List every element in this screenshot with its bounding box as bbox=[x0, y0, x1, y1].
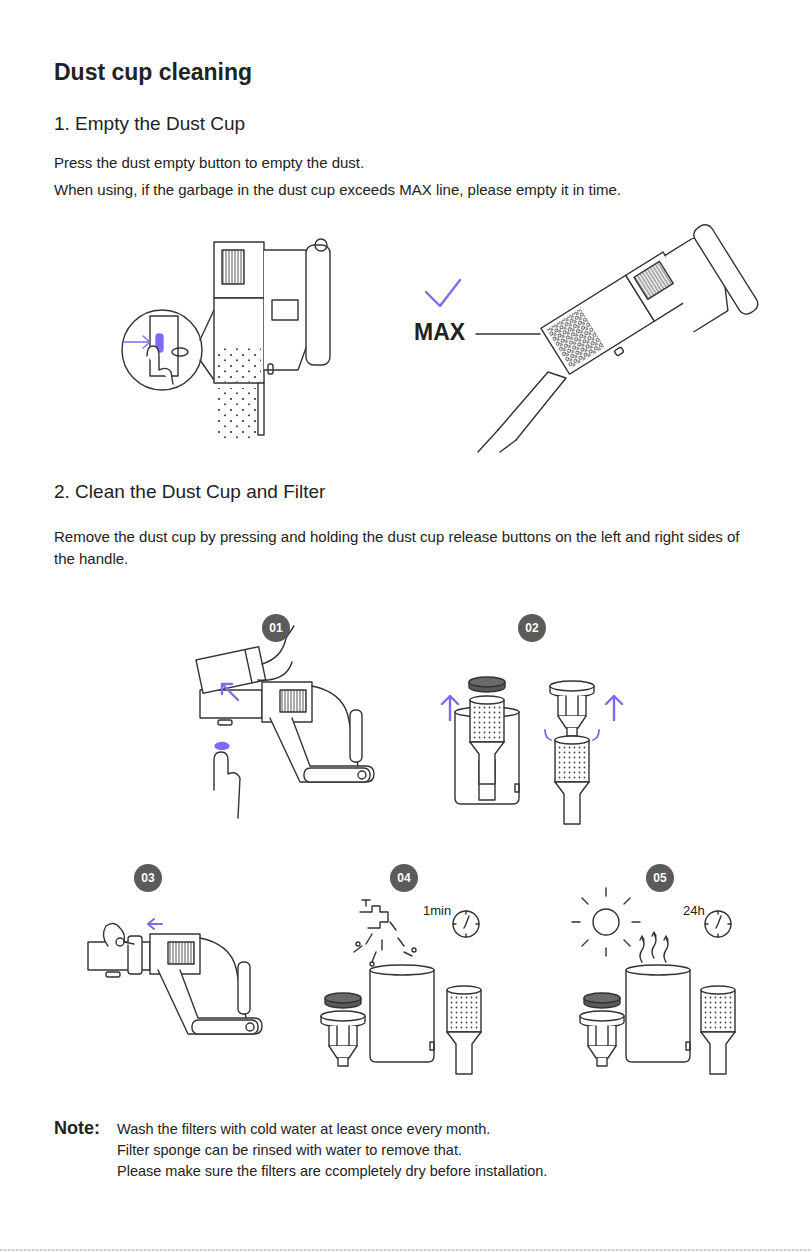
max-label: MAX bbox=[414, 318, 465, 348]
step-number-circle: 03 bbox=[134, 864, 162, 892]
time-label: 1min bbox=[423, 903, 451, 920]
step-number-circle: 05 bbox=[646, 864, 674, 892]
step-04-figure bbox=[321, 900, 481, 1074]
step-number: 03 bbox=[141, 871, 154, 885]
body-text: Press the dust empty button to empty the… bbox=[54, 153, 364, 173]
step-03-figure bbox=[88, 919, 262, 1034]
note-heading: Note: bbox=[54, 1117, 100, 1140]
note-text: Wash the filters with cold water at leas… bbox=[117, 1120, 490, 1139]
step-number-circle: 02 bbox=[518, 614, 546, 642]
section-heading: 1. Empty the Dust Cup bbox=[54, 112, 245, 137]
step-05-figure bbox=[572, 888, 735, 1074]
body-text: Remove the dust cup by pressing and hold… bbox=[54, 526, 754, 570]
step-number: 02 bbox=[525, 621, 538, 635]
step-number: 01 bbox=[269, 621, 282, 635]
note-text: Please make sure the filters are ccomple… bbox=[117, 1162, 547, 1181]
body-text: When using, if the garbage in the dust c… bbox=[54, 180, 621, 200]
step-number-circle: 04 bbox=[390, 864, 418, 892]
max-line-figure bbox=[426, 222, 761, 452]
page-edge bbox=[0, 1250, 812, 1251]
step-number: 05 bbox=[653, 871, 666, 885]
step-02-figure bbox=[442, 677, 622, 824]
step-number: 04 bbox=[397, 871, 410, 885]
page-title: Dust cup cleaning bbox=[54, 58, 252, 88]
section-heading: 2. Clean the Dust Cup and Filter bbox=[54, 480, 325, 505]
step-01-figure bbox=[196, 626, 374, 818]
note-text: Filter sponge can be rinsed with water t… bbox=[117, 1141, 462, 1160]
step-number-circle: 01 bbox=[262, 614, 290, 642]
time-label: 24h bbox=[683, 903, 705, 920]
empty-dust-figure bbox=[122, 239, 330, 440]
